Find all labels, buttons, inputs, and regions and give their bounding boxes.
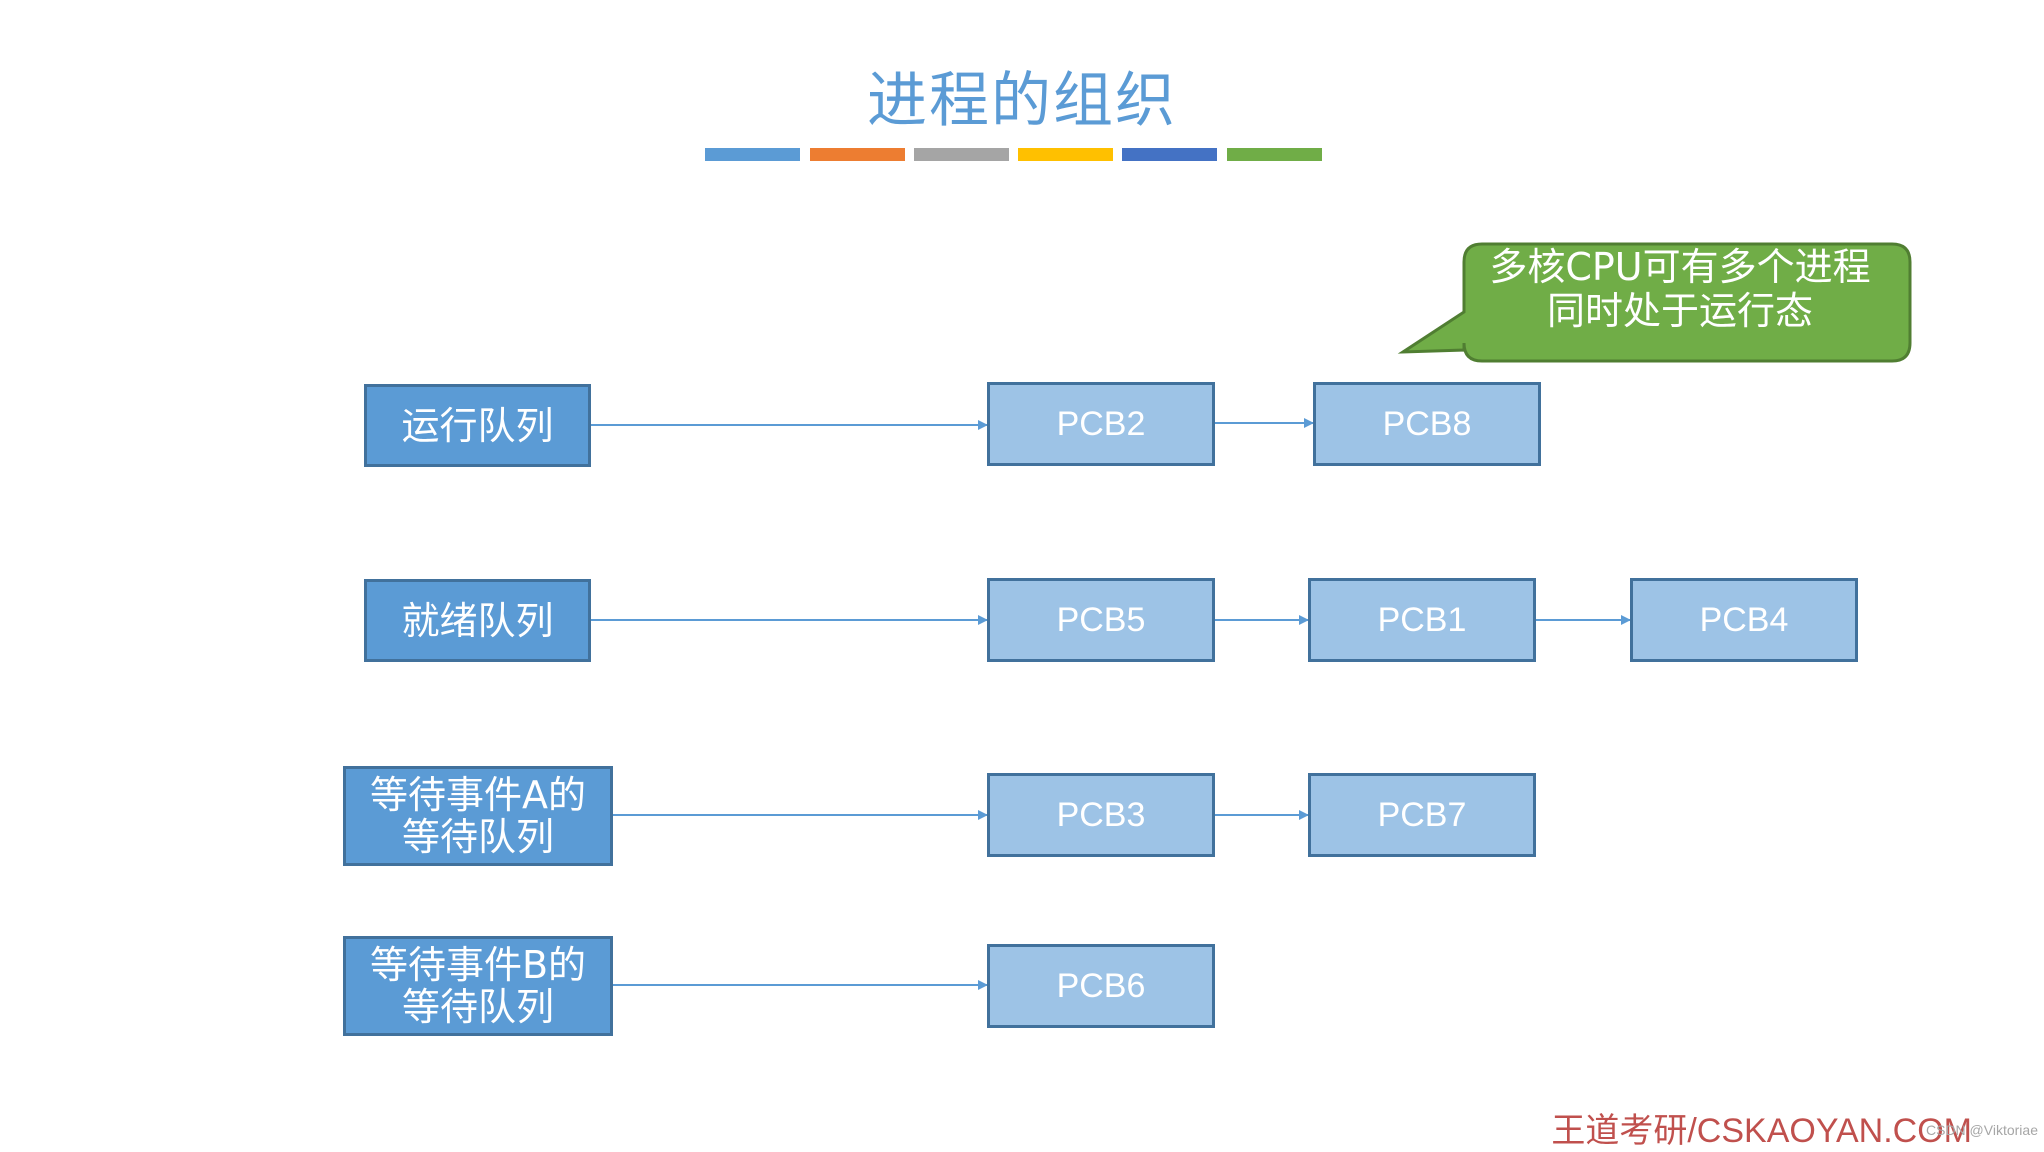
pcb-label: PCB2 [1056, 404, 1146, 443]
color-bar-yellow [1018, 148, 1113, 161]
page-title: 进程的组织 [867, 66, 1177, 136]
pcb-node-3: PCB3 [987, 773, 1215, 857]
queue-wait-a: 等待事件A的 等待队列 [343, 766, 613, 866]
pcb-node-4: PCB4 [1630, 578, 1858, 662]
queue-ready-label: 就绪队列 [401, 598, 554, 643]
pcb-node-6: PCB6 [987, 944, 1215, 1028]
pcb-node-2: PCB2 [987, 382, 1215, 466]
pcb-label: PCB3 [1056, 795, 1146, 834]
pcb-node-7: PCB7 [1308, 773, 1536, 857]
queue-ready: 就绪队列 [364, 579, 591, 662]
pcb-node-5: PCB5 [987, 578, 1215, 662]
queue-wait-b: 等待事件B的 等待队列 [343, 936, 613, 1036]
pcb-label: PCB4 [1699, 600, 1789, 639]
pcb-label: PCB6 [1056, 966, 1146, 1005]
color-bar-gray [914, 148, 1009, 161]
queue-wait-a-label: 等待事件A的 等待队列 [370, 773, 586, 859]
color-bar-darkblue [1122, 148, 1217, 161]
callout-shape [1397, 242, 1912, 363]
color-bar-orange [810, 148, 905, 161]
pcb-label: PCB8 [1382, 404, 1472, 443]
color-bar-blue [705, 148, 800, 161]
pcb-label: PCB5 [1056, 600, 1146, 639]
color-bar-green [1227, 148, 1322, 161]
callout-text: 多核CPU可有多个进程 同时处于运行态 [1489, 245, 1871, 333]
pcb-label: PCB7 [1377, 795, 1467, 834]
pcb-node-1: PCB1 [1308, 578, 1536, 662]
watermark: CSDN @Viktoriae [1926, 1122, 2038, 1138]
queue-running-label: 运行队列 [401, 403, 554, 448]
queue-wait-b-label: 等待事件B的 等待队列 [369, 943, 587, 1029]
queue-running: 运行队列 [364, 384, 591, 467]
pcb-node-8: PCB8 [1313, 382, 1541, 466]
pcb-label: PCB1 [1377, 600, 1467, 639]
footer-brand: 王道考研/CSKAOYAN.COM [1551, 1112, 1972, 1150]
